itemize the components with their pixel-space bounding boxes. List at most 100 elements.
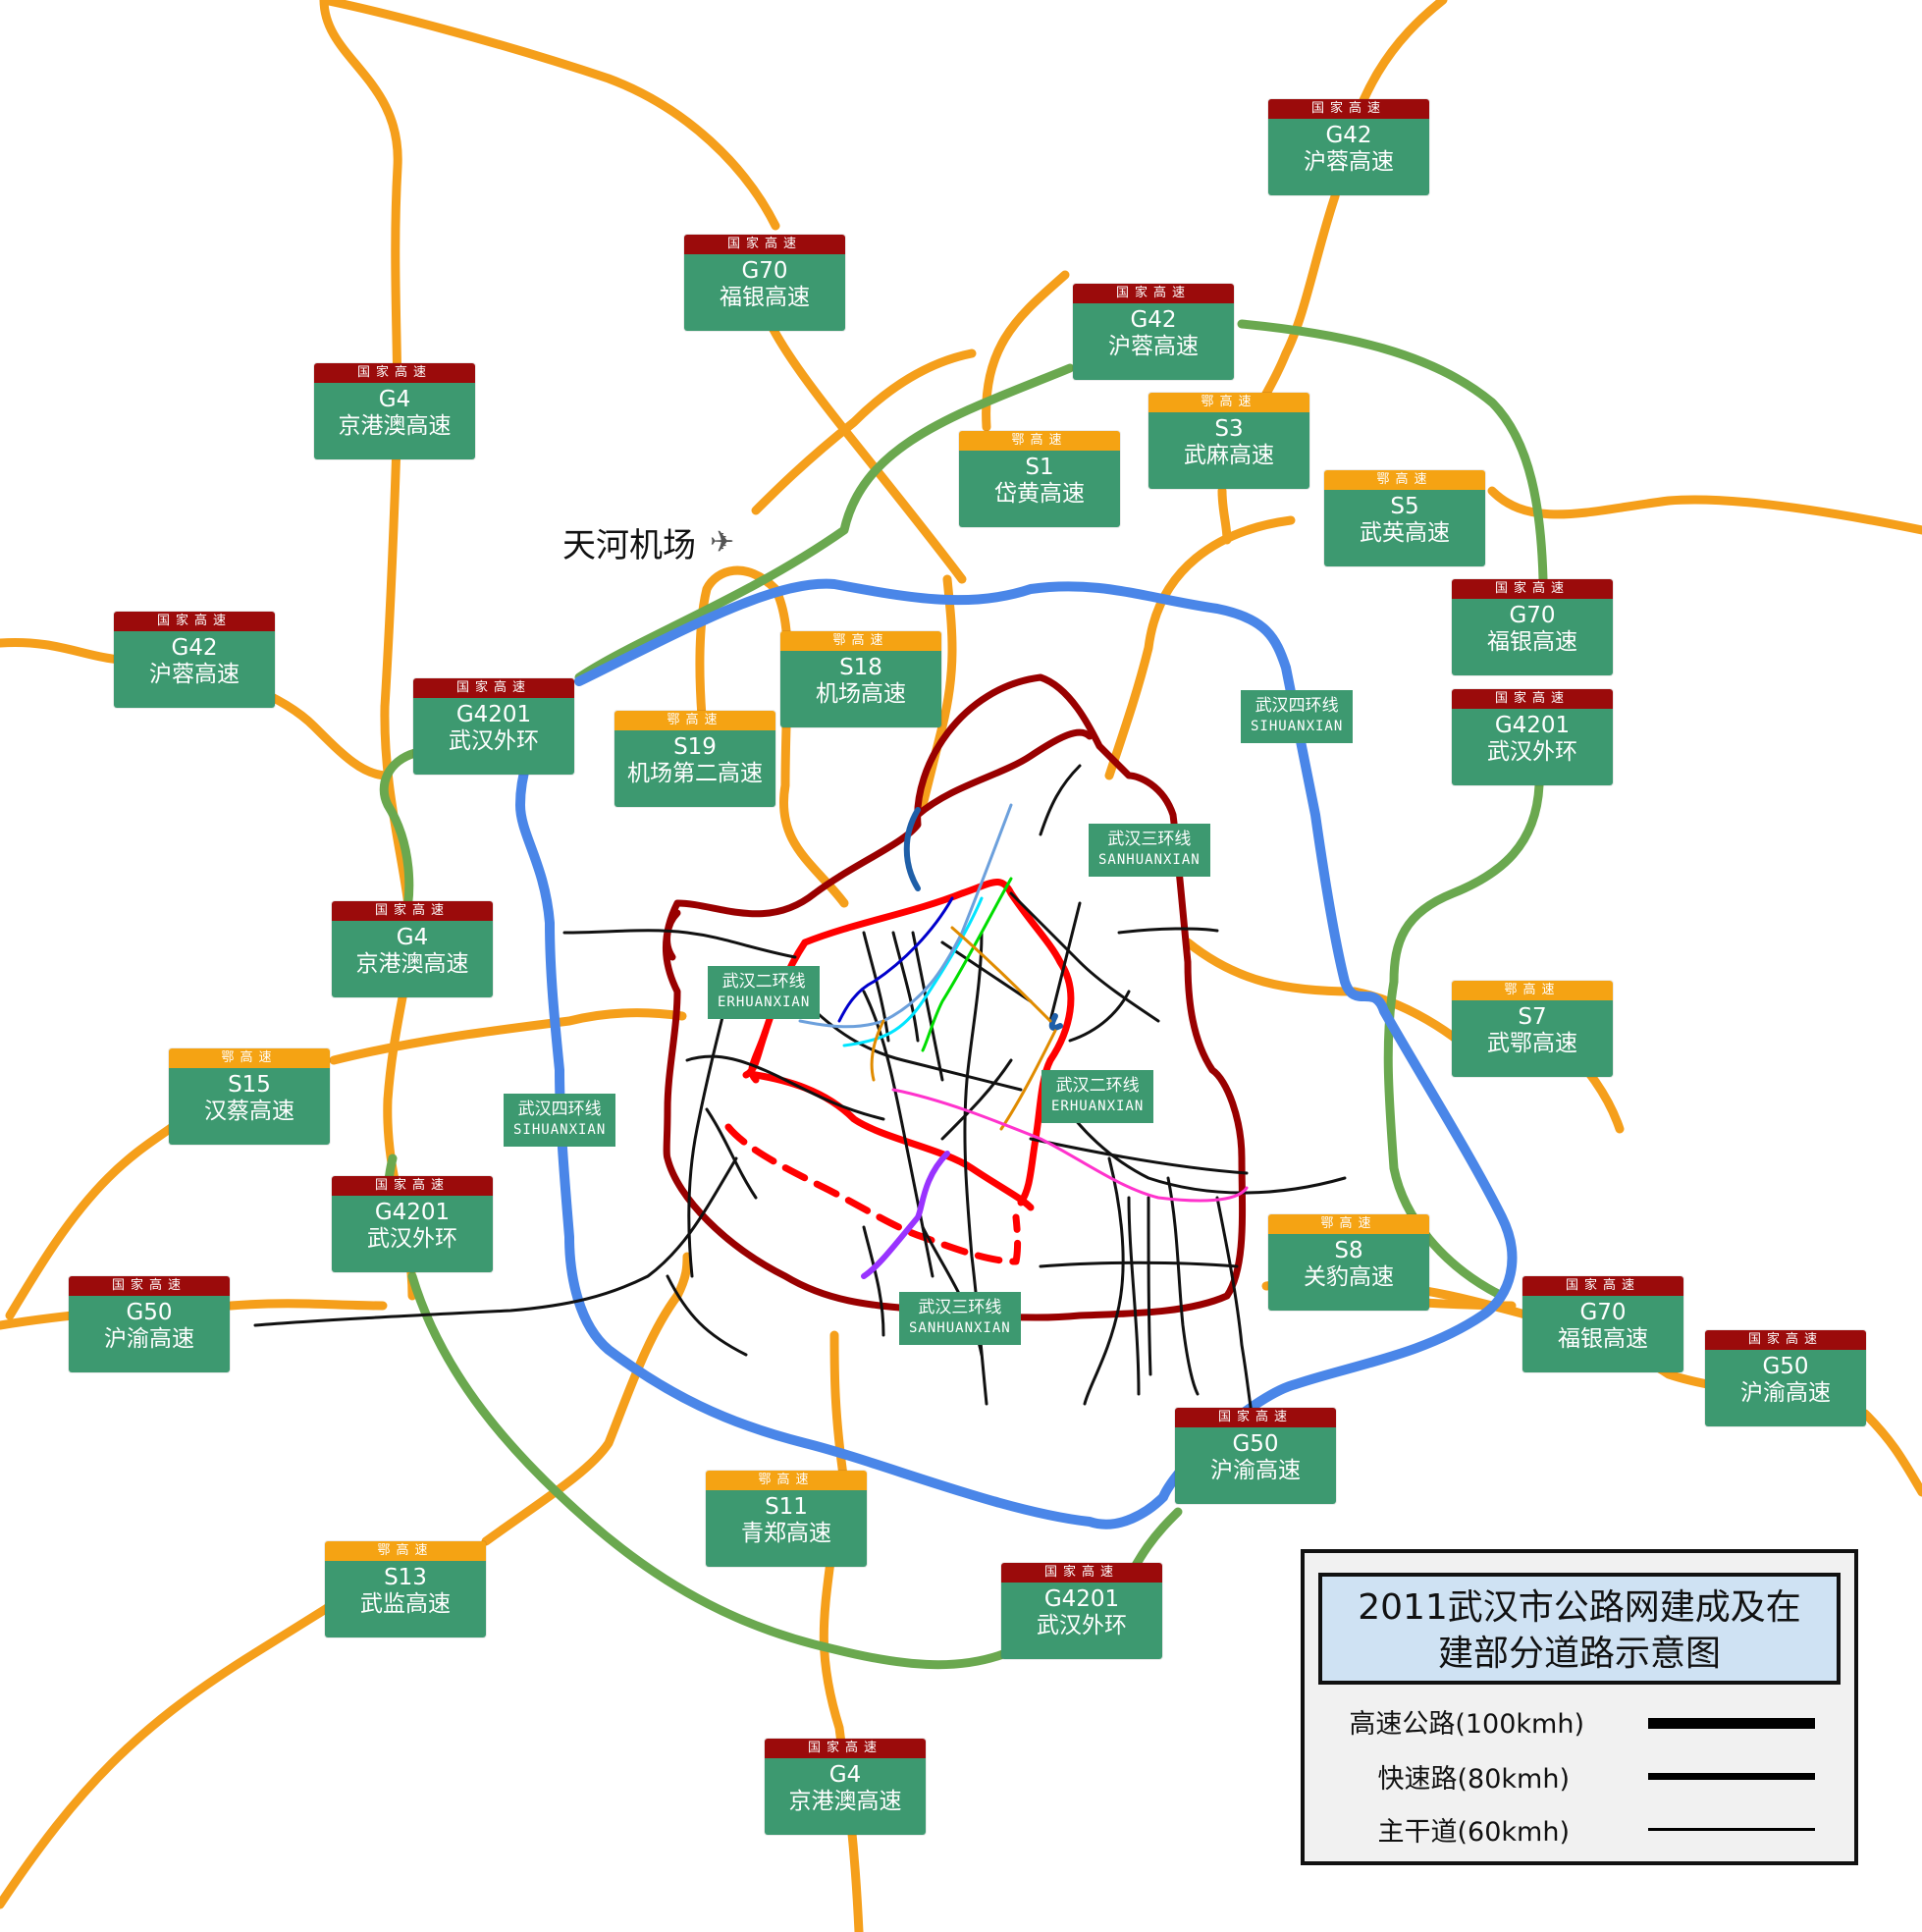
shield-header: 国家高速 [114, 612, 275, 631]
shield-name: 机场第二高速 [627, 761, 763, 786]
g4201-ne-arc [1237, 319, 1548, 584]
shield-code: S13 [384, 1565, 427, 1590]
s5-expressway [1487, 486, 1922, 535]
north-arc-expressway [319, 0, 780, 231]
legend-item-arterial: 主干道(60kmh) [1305, 1810, 1854, 1850]
shield-name: 福银高速 [1558, 1326, 1648, 1352]
shield-name: 汉蔡高速 [204, 1099, 294, 1124]
shield-name: 沪渝高速 [1210, 1458, 1301, 1483]
shield-name: 机场高速 [816, 681, 906, 707]
shield-header: 鄂高速 [780, 631, 941, 651]
legend-item-label: 主干道(60kmh) [1377, 1817, 1570, 1848]
ring-label-ring2-e: 武汉二环线 ERHUANXIAN [1041, 1070, 1154, 1123]
shield-code: G50 [1762, 1354, 1809, 1379]
third-ring-north [914, 728, 1094, 819]
legend-item-expressway: 高速公路(100kmh) [1305, 1702, 1854, 1742]
shield-header: 国家高速 [765, 1739, 926, 1758]
shield-code: G4201 [1494, 713, 1571, 738]
shield-code: S8 [1334, 1238, 1363, 1263]
ring-name: 武汉三环线 [1107, 830, 1192, 849]
ring-pinyin: SANHUANXIAN [1098, 852, 1201, 868]
shield-code: G70 [1579, 1300, 1627, 1325]
shield-header: 国家高速 [332, 901, 493, 921]
fourth-ring [515, 578, 1518, 1530]
ring-name: 武汉二环线 [1055, 1076, 1140, 1096]
shield-code: S5 [1390, 494, 1419, 519]
ring-pinyin: ERHUANXIAN [1051, 1099, 1145, 1114]
second-ring-mid [752, 1071, 1035, 1211]
s18-expressway [918, 574, 957, 810]
shield-name: 沪渝高速 [104, 1326, 194, 1352]
s15-expressway [329, 1008, 687, 1065]
s3-expressway [1217, 486, 1232, 545]
legend: 2011武汉市公路网建成及在 建部分道路示意图 高速公路(100kmh) 快速路… [1301, 1549, 1858, 1865]
legend-title-line1: 2011武汉市公路网建成及在 [1358, 1587, 1801, 1628]
g4201-south-arc [407, 1271, 1008, 1670]
third-ring-west [664, 909, 681, 961]
shield-name: 沪渝高速 [1740, 1380, 1831, 1406]
ring-name: 武汉四环线 [517, 1100, 602, 1119]
g4-expressway-south [819, 1527, 864, 1932]
ring-pinyin: ERHUANXIAN [718, 994, 811, 1010]
shield-header: 鄂高速 [706, 1471, 867, 1490]
shield-code: S18 [839, 655, 882, 680]
shield-code: G4 [396, 925, 429, 950]
shield-name: 武麻高速 [1184, 443, 1274, 468]
legend-line-swatch [1648, 1718, 1815, 1729]
shield-header: 国家高速 [332, 1176, 493, 1196]
shield-header: 国家高速 [1073, 284, 1234, 303]
shield-name: 武汉外环 [1037, 1613, 1127, 1638]
shield-code: G4 [828, 1762, 862, 1788]
shield-header: 国家高速 [1001, 1563, 1162, 1583]
second-ring-planned [724, 1123, 1022, 1265]
shield-code: G4201 [1043, 1586, 1120, 1612]
shield-header: 鄂高速 [1452, 981, 1613, 1000]
shield-name: 武监高速 [360, 1591, 451, 1617]
shield-header: 国家高速 [1452, 579, 1613, 599]
shield-name: 关豹高速 [1304, 1264, 1394, 1290]
shield-code: S15 [228, 1072, 271, 1098]
ring-pinyin: SIHUANXIAN [1251, 719, 1344, 734]
shield-header: 国家高速 [1268, 99, 1429, 119]
shield-header: 鄂高速 [614, 711, 775, 730]
shield-code: S11 [765, 1494, 808, 1520]
shield-code: G70 [1509, 603, 1556, 628]
legend-item-label: 快速路(80kmh) [1377, 1764, 1570, 1795]
shield-header: 国家高速 [1452, 689, 1613, 709]
shield-name: 沪蓉高速 [149, 662, 240, 687]
shield-code: G42 [1325, 123, 1372, 148]
